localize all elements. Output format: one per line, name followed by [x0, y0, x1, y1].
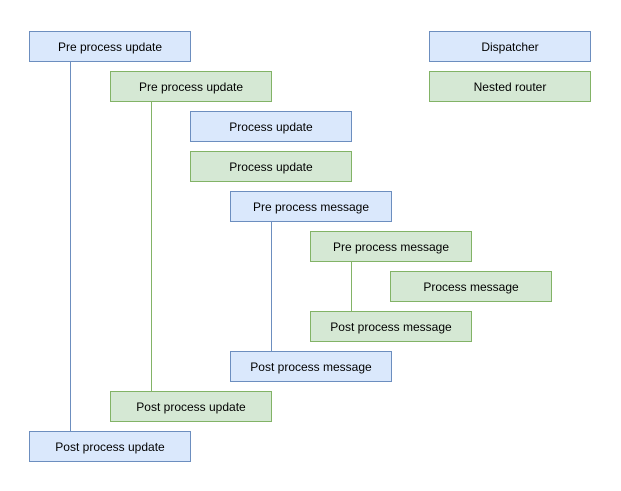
connector-router-inner: [351, 261, 352, 312]
process-update-dispatcher-label: Process update: [229, 119, 313, 134]
pre-process-message-dispatcher-label: Pre process message: [252, 199, 370, 214]
pre-process-update-router-label: Pre process update: [138, 79, 244, 94]
pre-process-update-dispatcher-label: Pre process update: [57, 39, 163, 54]
node-pre-process-update-dispatcher[interactable]: Pre process update: [29, 31, 191, 62]
node-post-process-message-router[interactable]: Post process message: [310, 311, 472, 342]
node-process-message-router[interactable]: Process message: [390, 271, 552, 302]
legend-item-legend-dispatcher[interactable]: Dispatcher: [429, 31, 591, 62]
node-post-process-message-dispatcher[interactable]: Post process message: [230, 351, 392, 382]
post-process-update-router-label: Post process update: [136, 399, 246, 414]
node-post-process-update-router[interactable]: Post process update: [110, 391, 272, 422]
post-process-message-dispatcher-label: Post process message: [250, 359, 372, 374]
post-process-update-dispatcher-label: Post process update: [55, 439, 165, 454]
pre-process-message-router-label: Pre process message: [332, 239, 450, 254]
post-process-message-router-label: Post process message: [330, 319, 452, 334]
process-message-router-label: Process message: [423, 279, 519, 294]
node-post-process-update-dispatcher[interactable]: Post process update: [29, 431, 191, 462]
node-process-update-dispatcher[interactable]: Process update: [190, 111, 352, 142]
connector-router-outer: [151, 101, 152, 392]
node-pre-process-update-router[interactable]: Pre process update: [110, 71, 272, 102]
connector-dispatcher-outer: [70, 61, 71, 432]
connector-dispatcher-inner: [271, 221, 272, 352]
node-pre-process-message-dispatcher[interactable]: Pre process message: [230, 191, 392, 222]
legend-dispatcher-label: Dispatcher: [481, 39, 539, 54]
process-update-router-label: Process update: [229, 159, 313, 174]
node-pre-process-message-router[interactable]: Pre process message: [310, 231, 472, 262]
legend-nested-router-label: Nested router: [473, 79, 547, 94]
legend-item-legend-nested-router[interactable]: Nested router: [429, 71, 591, 102]
node-process-update-router[interactable]: Process update: [190, 151, 352, 182]
